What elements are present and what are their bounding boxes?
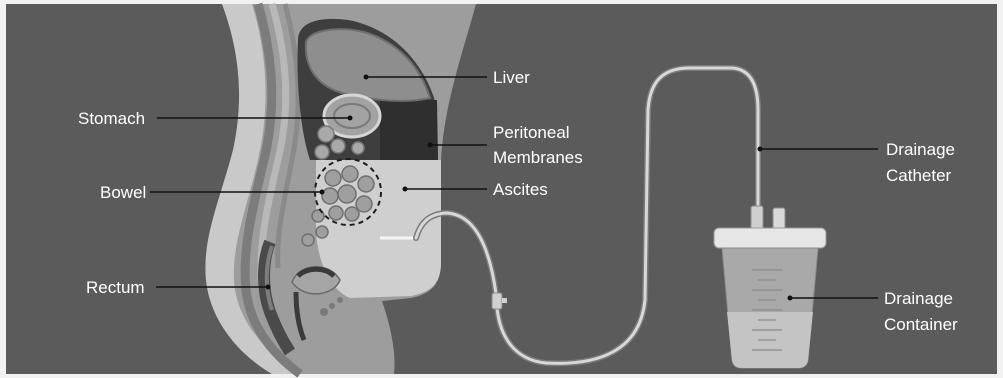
label-catheter-line2: Catheter	[886, 166, 952, 185]
peritoneal-membrane-band	[380, 100, 438, 160]
leader-dot-liver	[364, 75, 369, 80]
container-port-left	[751, 206, 763, 230]
label-stomach: Stomach	[78, 109, 145, 128]
leader-dot-bowel	[320, 190, 325, 195]
label-rectum: Rectum	[86, 278, 145, 297]
leader-dot-peritoneal	[428, 143, 433, 148]
container-port-right	[773, 208, 785, 230]
label-liver: Liver	[493, 68, 530, 87]
label-peritoneal-line1: Peritoneal	[493, 123, 570, 142]
label-container-line1: Drainage	[884, 289, 953, 308]
leader-dot-rectum	[266, 285, 271, 290]
container-lid	[714, 228, 826, 248]
label-bowel: Bowel	[100, 183, 146, 202]
leader-dot-catheter	[758, 147, 763, 152]
label-ascites: Ascites	[493, 180, 548, 199]
leader-dot-container	[788, 296, 793, 301]
label-catheter-line1: Drainage	[886, 140, 955, 159]
label-container-line2: Container	[884, 315, 958, 334]
leader-dot-ascites	[403, 187, 408, 192]
drainage-container	[714, 206, 826, 368]
tube-connector	[492, 293, 502, 309]
tube-connector-tab	[502, 298, 507, 303]
label-peritoneal-line2: Membranes	[493, 148, 583, 167]
leader-dot-stomach	[348, 116, 353, 121]
